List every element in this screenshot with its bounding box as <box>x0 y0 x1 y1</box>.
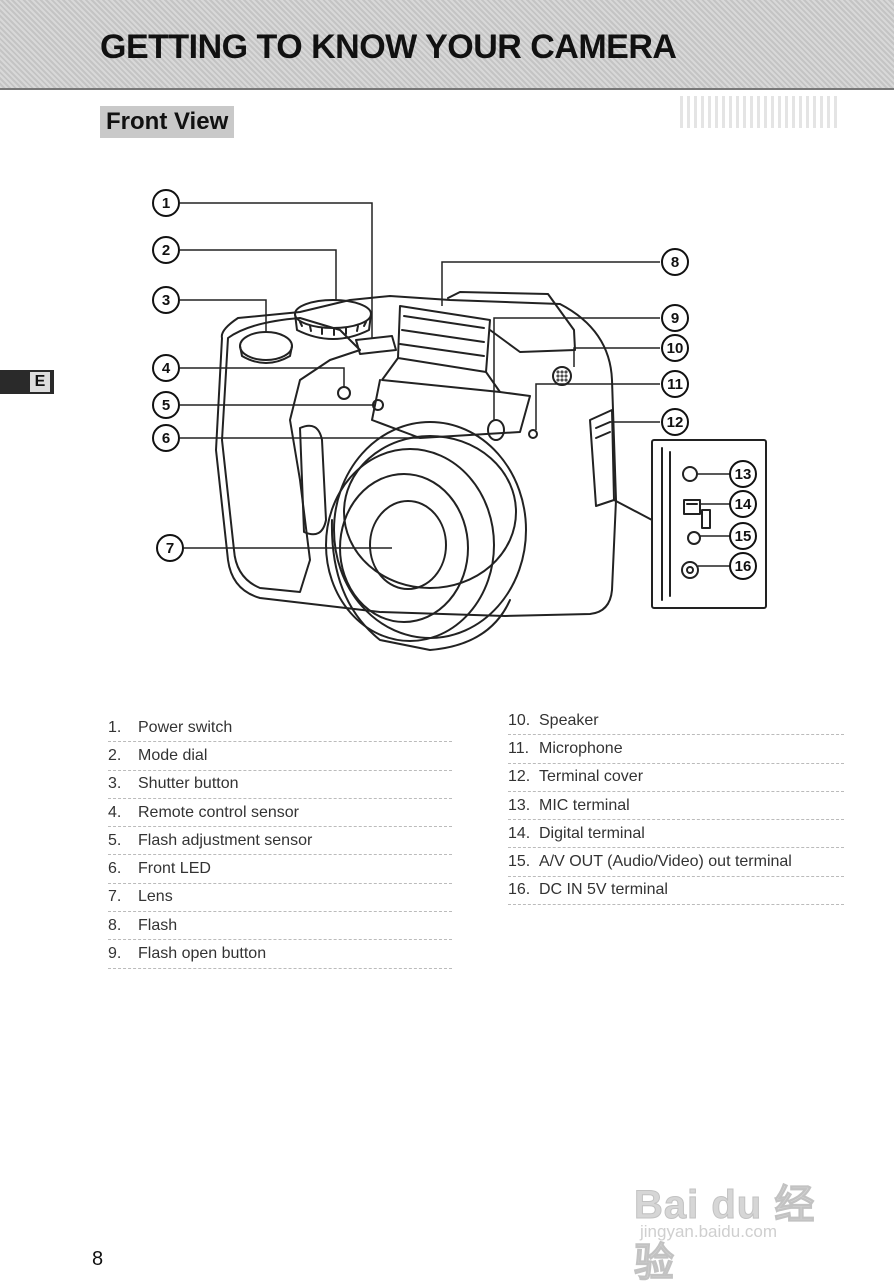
list-item: 14. Digital terminal <box>508 820 844 849</box>
list-item: 4. Remote control sensor <box>108 799 452 828</box>
list-item: 16. DC IN 5V terminal <box>508 877 844 906</box>
item-number: 14. <box>508 824 531 842</box>
callout-2: 2 <box>152 236 180 264</box>
item-label: A/V OUT (Audio/Video) out terminal <box>539 853 792 871</box>
item-number: 9. <box>108 945 122 963</box>
header-band <box>0 0 894 90</box>
item-label: Speaker <box>539 711 599 729</box>
item-label: Flash <box>138 916 178 934</box>
item-number: 2. <box>108 746 122 764</box>
item-label: Digital terminal <box>539 824 645 842</box>
list-item: 11. Microphone <box>508 735 844 764</box>
parts-list-left: 1. Power switch 2. Mode dial 3. Shutter but… <box>108 714 452 969</box>
watermark-brand: Bai du 经验 <box>634 1183 816 1286</box>
camera-drawing <box>215 291 767 651</box>
callout-11-label: 11 <box>667 376 683 393</box>
item-number: 1. <box>108 718 122 736</box>
callout-11: 11 <box>661 370 689 398</box>
callout-7: 7 <box>156 534 184 562</box>
item-number: 8. <box>108 916 122 934</box>
callout-7-label: 7 <box>166 540 174 557</box>
callout-8-label: 8 <box>671 254 679 271</box>
callout-16: 16 <box>729 552 757 580</box>
list-item: 8. Flash <box>108 912 452 941</box>
list-item: 12. Terminal cover <box>508 764 844 792</box>
callout-6-label: 6 <box>162 430 170 447</box>
item-number: 16. <box>508 881 531 899</box>
callout-10: 10 <box>661 334 689 362</box>
item-number: 5. <box>108 831 122 849</box>
list-item: 15. A/V OUT (Audio/Video) out terminal <box>508 848 844 877</box>
parts-list-right: 10. Speaker 11. Microphone 12. Terminal cov… <box>508 707 844 906</box>
item-label: Flash open button <box>138 945 267 963</box>
callout-6: 6 <box>152 424 180 452</box>
callout-3-label: 3 <box>162 292 170 309</box>
item-label: Microphone <box>539 739 623 757</box>
list-item: 7. Lens <box>108 884 452 913</box>
callout-9-label: 9 <box>671 310 679 327</box>
page-title: GETTING TO KNOW YOUR CAMERA <box>100 28 677 66</box>
callout-3: 3 <box>152 286 180 314</box>
callout-1: 1 <box>152 189 180 217</box>
list-item: 13. MIC terminal <box>508 792 844 821</box>
section-title: Front View <box>100 106 235 138</box>
item-label: Lens <box>138 888 173 906</box>
watermark: Bai du 经验 jingyan.baidu.com <box>634 1172 844 1286</box>
callout-13: 13 <box>729 460 757 488</box>
callout-9: 9 <box>661 304 689 332</box>
item-label: Flash adjustment sensor <box>138 831 313 849</box>
callout-8: 8 <box>661 248 689 276</box>
callout-10-label: 10 <box>667 340 684 357</box>
item-label: Mode dial <box>138 746 208 764</box>
watermark-url: jingyan.baidu.com <box>640 1222 778 1241</box>
callout-4: 4 <box>152 354 180 382</box>
callout-12: 12 <box>661 408 689 436</box>
list-item: 3. Shutter button <box>108 771 452 799</box>
item-number: 13. <box>508 796 531 814</box>
list-item: 9. Flash open button <box>108 940 452 969</box>
leader-lines <box>180 202 730 567</box>
item-label: Remote control sensor <box>138 803 299 821</box>
item-number: 15. <box>508 853 531 871</box>
callout-15: 15 <box>729 522 757 550</box>
item-number: 6. <box>108 860 122 878</box>
item-number: 7. <box>108 888 122 906</box>
callout-14-label: 14 <box>735 496 752 513</box>
callout-12-label: 12 <box>667 414 684 431</box>
callout-13-label: 13 <box>735 466 752 483</box>
item-label: Front LED <box>138 860 211 878</box>
item-label: Power switch <box>138 718 233 736</box>
list-item: 10. Speaker <box>508 707 844 736</box>
print-speckle <box>680 96 840 128</box>
callout-1-label: 1 <box>162 195 170 212</box>
side-tab: E <box>0 370 54 394</box>
camera-front-diagram: 1 2 3 4 5 6 7 8 9 10 11 12 13 14 15 16 <box>152 189 767 651</box>
item-label: Shutter button <box>138 775 239 793</box>
item-number: 4. <box>108 803 122 821</box>
list-item: 5. Flash adjustment sensor <box>108 827 452 856</box>
list-item: 6. Front LED <box>108 855 452 884</box>
side-tab-label: E <box>30 372 50 392</box>
item-number: 10. <box>508 711 531 729</box>
page-number: 8 <box>92 1248 104 1270</box>
item-label: DC IN 5V terminal <box>539 881 668 899</box>
callout-14: 14 <box>729 490 757 518</box>
item-number: 12. <box>508 768 531 786</box>
item-number: 11. <box>508 739 530 757</box>
item-label: Terminal cover <box>539 768 644 786</box>
callout-5: 5 <box>152 391 180 419</box>
callout-2-label: 2 <box>162 242 170 259</box>
callout-15-label: 15 <box>735 528 752 545</box>
callout-5-label: 5 <box>162 397 170 414</box>
item-label: MIC terminal <box>539 796 630 814</box>
callout-16-label: 16 <box>735 558 752 575</box>
item-number: 3. <box>108 775 122 793</box>
list-item: 1. Power switch <box>108 714 452 743</box>
list-item: 2. Mode dial <box>108 742 452 771</box>
callout-4-label: 4 <box>162 360 171 377</box>
